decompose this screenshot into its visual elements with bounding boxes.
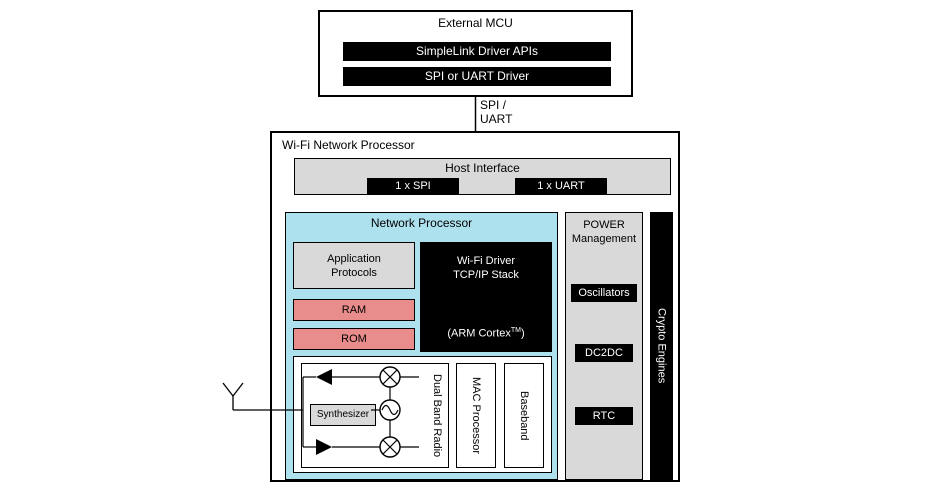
dc2dc-box: DC2DC	[575, 344, 633, 362]
dual-band-radio-label: Dual Band Radio	[428, 364, 446, 467]
simplelink-driver-apis-bar: SimpleLink Driver APIs	[343, 42, 611, 61]
wifi-driver-line2: TCP/IP Stack	[453, 269, 519, 281]
spi-uart-driver-bar: SPI or UART Driver	[343, 67, 611, 86]
mac-processor-label: MAC Processor	[470, 376, 482, 455]
mac-processor-box: MAC Processor	[456, 363, 496, 468]
arm-cortex-prefix: (ARM Cortex	[447, 328, 511, 340]
rf-chain-box: Synthesizer Dual Band Radio	[301, 363, 449, 468]
power-title-line2: Management	[571, 233, 637, 245]
oscillators-box: Oscillators	[571, 284, 637, 302]
rtc-box: RTC	[575, 407, 633, 425]
baseband-box: Baseband	[504, 363, 544, 468]
external-mcu-box: External MCU SimpleLink Driver APIs SPI …	[318, 10, 633, 97]
ram-box: RAM	[293, 299, 415, 321]
wifi-driver-line1: Wi-Fi Driver	[456, 255, 516, 267]
uart-bar: 1 x UART	[515, 178, 607, 194]
wifi-driver-box: Wi-Fi Driver TCP/IP Stack (ARM CortexTM)	[420, 242, 552, 352]
network-processor-title: Network Processor	[370, 216, 473, 230]
arm-cortex-suffix: )	[521, 328, 525, 340]
application-protocols-label: Application Protocols	[327, 252, 381, 279]
wifi-driver-title: Wi-Fi Driver TCP/IP Stack	[420, 254, 552, 282]
spi-bar: 1 x SPI	[367, 178, 459, 194]
power-title-line1: POWER	[583, 219, 625, 231]
host-interface-title: Host Interface	[445, 161, 520, 175]
network-processor-box: Network Processor Application Protocols …	[285, 212, 558, 480]
power-management-box: POWER Management Oscillators DC2DC RTC	[565, 212, 643, 480]
rom-box: ROM	[293, 328, 415, 350]
bus-label-line2: UART	[480, 112, 513, 126]
spi-uart-bus-label: SPI / UART	[480, 98, 512, 126]
dual-band-radio-text: Dual Band Radio	[431, 373, 443, 458]
arm-cortex-label: (ARM CortexTM)	[420, 327, 552, 340]
antenna-icon	[222, 382, 244, 410]
arm-cortex-tm: TM	[510, 327, 521, 335]
crypto-engines-label: Crypto Engines	[655, 308, 668, 384]
host-interface-box: Host Interface 1 x SPI 1 x UART	[294, 158, 671, 195]
external-mcu-title: External MCU	[438, 16, 513, 30]
baseband-label: Baseband	[518, 390, 530, 441]
bus-label-line1: SPI /	[480, 98, 507, 112]
synthesizer-box: Synthesizer	[310, 404, 376, 426]
wifi-network-processor-box: Wi-Fi Network Processor Host Interface 1…	[270, 131, 680, 482]
power-management-title: POWER Management	[566, 218, 642, 246]
wifi-network-processor-title: Wi-Fi Network Processor	[282, 138, 415, 152]
crypto-engines-bar: Crypto Engines	[650, 212, 673, 480]
radio-section-box: Synthesizer Dual Band Radio MAC Processo…	[293, 356, 552, 473]
application-protocols-box: Application Protocols	[293, 242, 415, 289]
